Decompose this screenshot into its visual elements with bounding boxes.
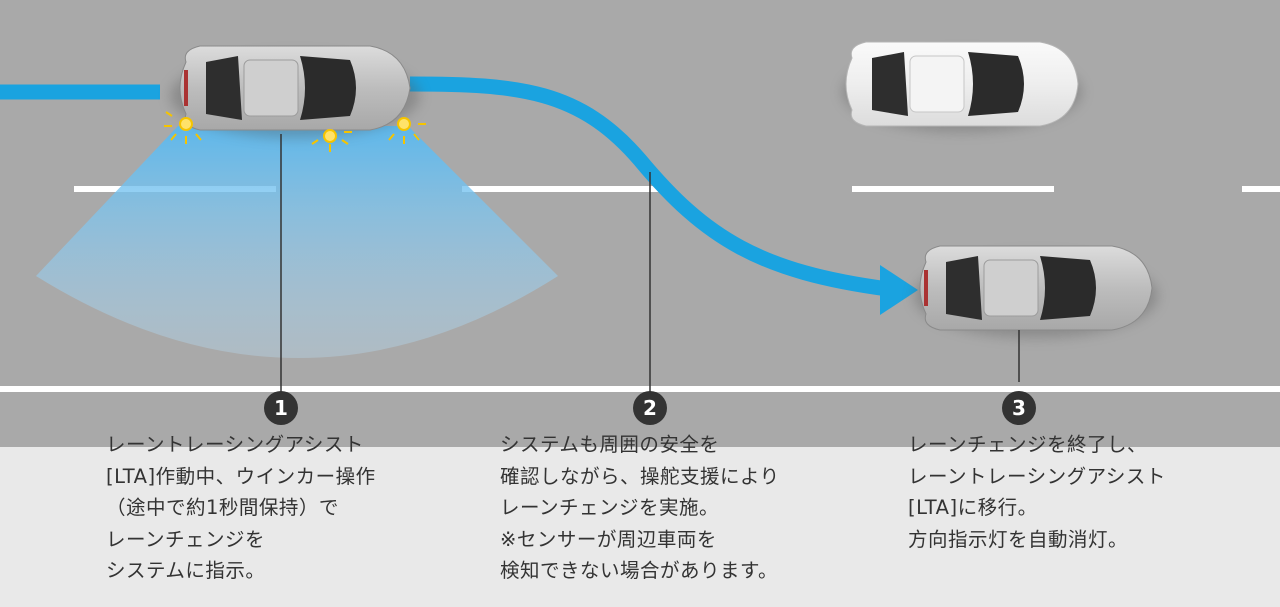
caption-line: システムに指示。: [106, 559, 266, 582]
path-arrowhead: [880, 265, 918, 315]
caption-line: レーントレーシングアシスト: [106, 433, 364, 456]
caption-line: ※センサーが周辺車両を: [500, 527, 717, 551]
road-edge-line: [0, 386, 1280, 392]
lane-change-path: [0, 76, 889, 297]
own-car-start: [170, 45, 420, 138]
caption-line: 検知できない場合があります。: [500, 559, 779, 582]
step-2-caption: システムも周囲の安全を 確認しながら、操舵支援により レーンチェンジを実施。 ※…: [500, 429, 780, 587]
other-vehicle: [842, 41, 1082, 132]
step-1-number: 1: [264, 391, 298, 425]
step-2-number: 2: [633, 391, 667, 425]
caption-line: レーンチェンジを: [106, 527, 266, 551]
caption-line: レーンチェンジを実施。: [500, 496, 720, 519]
caption-line: システムも周囲の安全を: [500, 433, 720, 456]
sensor-detection-zone: [36, 126, 558, 358]
caption-line: [LTA]作動中、ウインカー操作: [106, 464, 376, 488]
turn-signal-flash: [164, 111, 426, 152]
caption-line: レーンチェンジを終了し、: [908, 433, 1148, 456]
caption-line: レーントレーシングアシスト: [908, 464, 1166, 488]
caption-line: （途中で約1秒間保持）で: [106, 496, 339, 519]
step-3-caption: レーンチェンジを終了し、 レーントレーシングアシスト [LTA]に移行。 方向指…: [908, 429, 1166, 555]
caption-line: 確認しながら、操舵支援により: [500, 464, 780, 488]
caption-line: 方向指示灯を自動消灯。: [908, 527, 1129, 551]
own-car-end: [914, 245, 1158, 338]
caption-line: [LTA]に移行。: [908, 496, 1038, 519]
text-panel: [0, 447, 1280, 607]
step-3-number: 3: [1002, 391, 1036, 425]
leader-lines: [280, 134, 1020, 392]
step-1-caption: レーントレーシングアシスト [LTA]作動中、ウインカー操作 （途中で約1秒間保…: [106, 429, 376, 587]
